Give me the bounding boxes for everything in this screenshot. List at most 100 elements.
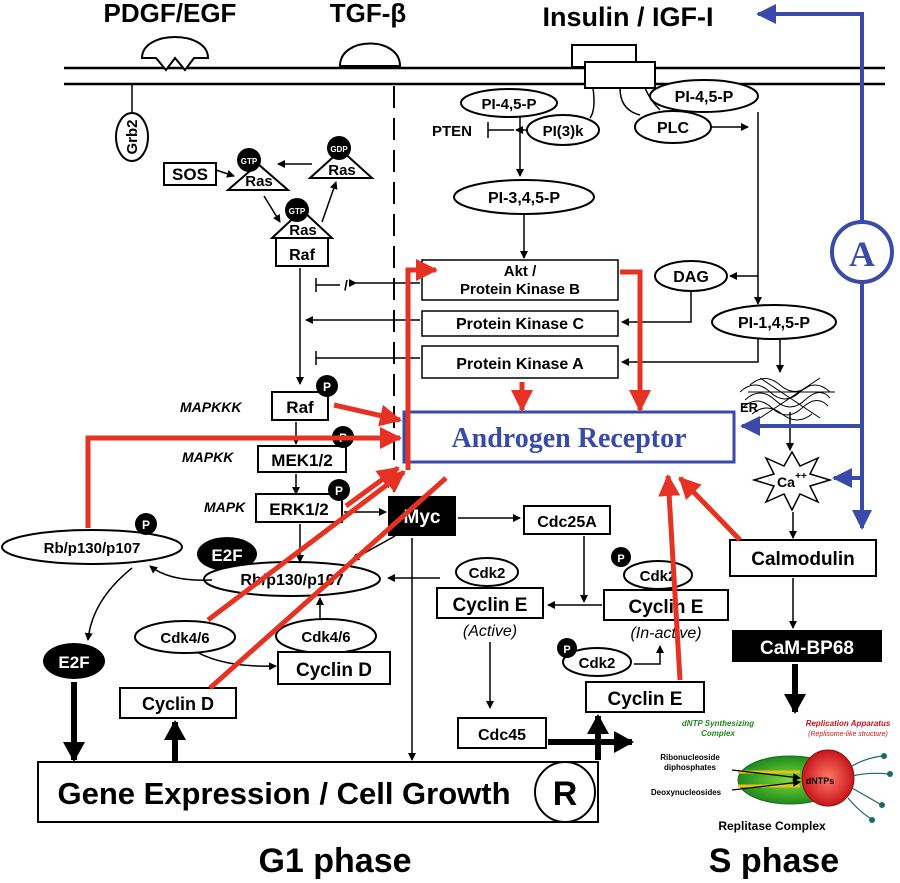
- insulin-igf-label: Insulin / IGF-I: [543, 2, 714, 32]
- e2f-bound: [197, 537, 257, 571]
- tgf-receptor: [338, 42, 402, 67]
- cambp68-box: [732, 630, 882, 662]
- e2f-free: [43, 643, 105, 679]
- rb-phospho-node: [1, 529, 183, 565]
- sos-label: SOS: [172, 165, 208, 184]
- phospho-cdk2-inactive: [611, 547, 631, 567]
- apparatus-label-2: (Replisome-like structure): [808, 731, 888, 738]
- cdk2-active-label: Cdk2: [469, 565, 506, 582]
- cdk46-right-label: Cdk4/6: [301, 629, 350, 646]
- pi45p-left-label: PI-4,5-P: [481, 96, 536, 113]
- cyclin-e-active-label: Cyclin E: [453, 595, 528, 616]
- cyclin-e-lower-box: [585, 681, 705, 713]
- akt-label-2: Protein Kinase B: [460, 281, 580, 298]
- androgen-receptor-label: Androgen Receptor: [451, 423, 686, 454]
- cdc25a-box: [523, 505, 611, 535]
- pten-label: PTEN: [432, 123, 472, 140]
- restriction-point: [534, 761, 596, 823]
- cyclin-e-inactive-box: [603, 589, 729, 621]
- pi45p-right-label: PI-4,5-P: [675, 89, 734, 106]
- phospho-rb: [135, 513, 157, 535]
- s-phase-label: S phase: [709, 842, 839, 880]
- cdk2-lower-label: Cdk2: [579, 655, 616, 672]
- replitase-title: Replitase Complex: [718, 819, 826, 833]
- mek-label: MEK1/2: [271, 451, 332, 470]
- dntp-complex-label-2: Complex: [701, 729, 735, 738]
- apparatus-label-1: Replication Apparatus: [806, 719, 891, 728]
- cdk2-inactive-label: Cdk2: [640, 568, 677, 585]
- replitase-complex: dNTP Synthesizing Complex Replication Ap…: [651, 719, 893, 833]
- pi45p-right: [649, 79, 759, 113]
- insulin-receptor: [571, 44, 656, 89]
- pkc-box: [421, 310, 619, 337]
- er-label: ER: [740, 400, 759, 415]
- akt-label-1: Akt /: [504, 263, 537, 280]
- mapkkk-label: MAPKKK: [180, 399, 242, 415]
- cyclin-e-active-box: [436, 587, 544, 619]
- mapk-label: MAPK: [204, 499, 246, 515]
- replication-apparatus-body: [801, 749, 855, 807]
- phospho-cdk2-lower-label: P: [563, 644, 570, 656]
- a-label: A: [849, 234, 875, 274]
- inhibit-slash: /: [344, 277, 348, 293]
- ras-cycle-arrows: [215, 160, 338, 223]
- pkc-label: Protein Kinase C: [456, 316, 584, 333]
- phospho-erk-label: P: [335, 484, 343, 498]
- plc-branch-arrows: [305, 112, 797, 629]
- cyclin-e-lower-label: Cyclin E: [608, 689, 683, 710]
- tgf-beta-label: TGF-β: [330, 0, 407, 28]
- phospho-rb-label: P: [142, 518, 150, 532]
- gtp-label-2: GTP: [289, 207, 306, 216]
- ras-label-2: Ras: [328, 162, 356, 179]
- phospho-erk: [328, 479, 350, 501]
- cyclin-e-inactive-label: Cyclin E: [629, 597, 704, 618]
- deoxynucleoside-label: Deoxynucleosides: [651, 788, 722, 797]
- pdgf-receptor: [140, 36, 210, 72]
- myc-label: Myc: [404, 507, 441, 528]
- e2f-bound-label: E2F: [211, 546, 242, 565]
- pten-inhibit: [487, 87, 749, 177]
- erk-label: ERK1/2: [269, 500, 329, 519]
- g1-phase-label: G1 phase: [258, 842, 411, 880]
- mek-box: [257, 445, 347, 473]
- dntp-complex-label-1: dNTP Synthesizing: [682, 719, 754, 728]
- androgen-receptor-box: [402, 410, 736, 464]
- grb2-label: Grb2: [124, 119, 141, 154]
- gene-expression-label: Gene Expression / Cell Growth: [57, 776, 510, 811]
- cdk46-left-label: Cdk4/6: [160, 630, 209, 647]
- cyclind-right-box: [277, 651, 391, 685]
- cyclind-right-label: Cyclin D: [296, 660, 372, 681]
- restriction-point-label: R: [553, 775, 578, 813]
- cdk46-left: [134, 620, 236, 654]
- raf-p-label: Raf: [286, 398, 314, 417]
- pi145p-node: [711, 304, 837, 340]
- cyclin-e-active-status: (Active): [463, 623, 517, 640]
- red-activation-arrows: [85, 259, 742, 690]
- e2f-free-label: E2F: [58, 653, 89, 672]
- mapkk-label: MAPKK: [182, 449, 234, 465]
- erk-box: [255, 493, 343, 523]
- gdp-label: GDP: [330, 145, 348, 154]
- gene-expression-box: [37, 761, 599, 823]
- ras-label-1: Ras: [245, 173, 273, 190]
- phospho-cdk2-lower: [557, 638, 577, 658]
- akt-box: [421, 259, 619, 301]
- pi3k-node: [526, 114, 600, 146]
- gtp-label-1: GTP: [241, 157, 258, 166]
- cell-membrane: [64, 66, 885, 86]
- blue-feedback-arrows: [740, 4, 872, 530]
- cdc25a-label: Cdc25A: [537, 514, 597, 531]
- raf-p-box: [271, 391, 329, 421]
- calcium-charge: ++: [795, 471, 807, 482]
- cambp68-label: CaM-BP68: [760, 638, 854, 659]
- gtp-badge-2: [285, 198, 309, 222]
- phospho-raf: [316, 375, 338, 397]
- er-structure: [739, 377, 835, 421]
- ribonucleoside-label-2: diphosphates: [664, 763, 717, 772]
- cyclin-e-inactive-status: (In-active): [630, 625, 701, 642]
- cdk2-active: [455, 557, 519, 587]
- cdk2-lower-arrow: [634, 645, 664, 665]
- pdgf-egf-label: PDGF/EGF: [104, 0, 237, 28]
